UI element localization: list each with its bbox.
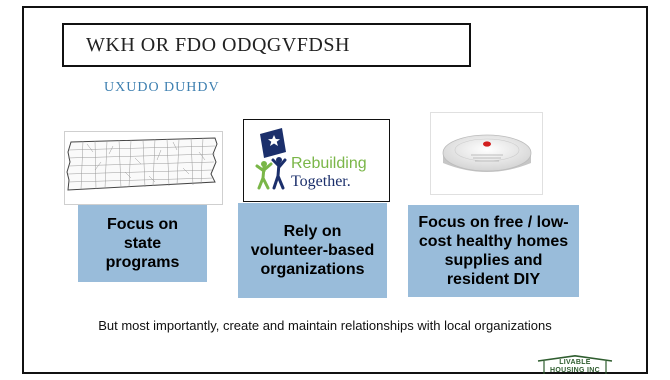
brand-line-2: Together.	[291, 173, 351, 190]
card-text: Focus on free / low-cost healthy homes s…	[418, 214, 569, 288]
smoke-detector-image	[430, 112, 543, 195]
smoke-detector-icon	[442, 134, 532, 172]
logo-text: LIVABLE HOUSING INC	[550, 359, 600, 374]
slide-subtitle: UXUDO DUHDV	[104, 80, 220, 95]
slide-title: WKH OR FDO ODQGVFDSH	[62, 23, 471, 67]
tennessee-county-map-image	[64, 131, 223, 205]
card-text: Focus on state programs	[105, 216, 180, 271]
livable-housing-logo-icon	[537, 355, 613, 374]
rebuilding-together-logo-image: Rebuilding Together.	[243, 119, 390, 202]
card-volunteer-organizations: Rely on volunteer-based organizations	[238, 203, 387, 298]
card-healthy-homes-supplies: Focus on free / low-cost healthy homes s…	[408, 205, 579, 297]
card-state-programs: Focus on state programs	[78, 205, 207, 282]
livable-housing-logo: LIVABLE HOUSING INC	[536, 355, 614, 374]
footer-note: But most importantly, create and maintai…	[98, 318, 552, 333]
brand-line-1: Rebuilding	[291, 155, 367, 172]
card-text: Rely on volunteer-based organizations	[250, 223, 375, 278]
rebuilding-together-logo-icon: Rebuilding Together.	[255, 128, 367, 190]
tennessee-county-map-icon	[66, 137, 218, 191]
